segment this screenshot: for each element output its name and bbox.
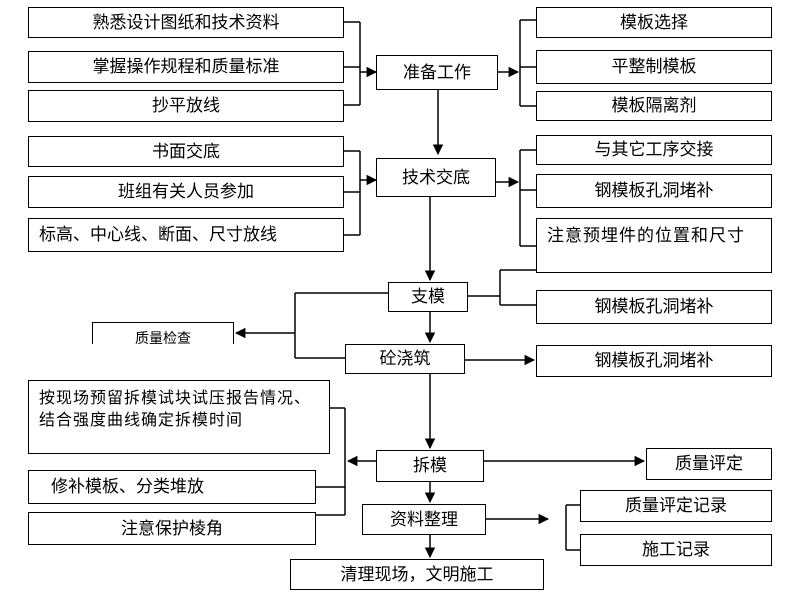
box-formwork-erection: 支模 [388, 282, 468, 312]
box-text: 质量评定 [675, 454, 743, 474]
box-text: 修补模板、分类堆放 [51, 477, 204, 497]
box-text: 书面交底 [152, 141, 220, 162]
box-repair-formwork: 修补模板、分类堆放 [28, 470, 316, 504]
box-process-handover: 与其它工序交接 [536, 135, 772, 165]
box-technical-briefing: 技术交底 [376, 158, 496, 197]
box-text: 钢模板孔洞堵补 [594, 351, 714, 371]
box-written-briefing: 书面交底 [28, 136, 344, 167]
box-embedded-parts: 注意预埋件的位置和尺寸 [536, 218, 772, 273]
box-quality-assessment: 质量评定 [646, 448, 772, 480]
box-text: 班组有关人员参加 [118, 182, 254, 202]
box-leveling-layout: 抄平放线 [28, 90, 344, 122]
box-text: 支模 [411, 287, 445, 307]
box-hole-repair-3: 钢模板孔洞堵补 [536, 345, 772, 377]
box-team-participation: 班组有关人员参加 [28, 176, 344, 208]
box-master-procedures: 掌握操作规程和质量标准 [28, 51, 344, 83]
box-flat-formwork: 平整制模板 [536, 50, 772, 84]
box-text: 抄平放线 [152, 96, 220, 116]
box-formwork-selection: 模板选择 [536, 7, 772, 38]
box-construction-record: 施工记录 [580, 534, 772, 566]
box-text: 质量检查 [135, 331, 191, 344]
box-text: 标高、中心线、断面、尺寸放线 [39, 225, 277, 245]
box-text: 模板隔离剂 [611, 96, 697, 116]
box-text: 掌握操作规程和质量标准 [92, 57, 280, 77]
box-text: 注意预埋件的位置和尺寸 [547, 226, 745, 246]
box-elevation-layout: 标高、中心线、断面、尺寸放线 [28, 218, 344, 252]
box-text: 钢模板孔洞堵补 [594, 297, 714, 317]
box-text: 与其它工序交接 [594, 140, 714, 160]
box-text: 按现场预留拆模试块试压报告情况、结合强度曲线确定拆模时间 [39, 388, 312, 429]
box-text: 施工记录 [642, 540, 710, 560]
box-text: 技术交底 [402, 167, 470, 188]
box-text: 准备工作 [403, 62, 471, 83]
box-quality-record: 质量评定记录 [580, 490, 772, 522]
box-hole-repair-1: 钢模板孔洞堵补 [536, 174, 772, 208]
box-text: 熟悉设计图纸和技术资料 [92, 12, 280, 33]
box-demolding: 拆模 [376, 450, 484, 482]
box-text: 注意保护棱角 [121, 518, 223, 539]
box-text: 清理现场，文明施工 [340, 564, 494, 585]
box-text: 平整制模板 [611, 57, 697, 77]
box-hole-repair-2: 钢模板孔洞堵补 [536, 290, 772, 324]
box-preparation: 准备工作 [376, 55, 498, 90]
box-release-agent: 模板隔离剂 [536, 91, 772, 121]
box-text: 资料整理 [390, 509, 458, 530]
box-quality-inspection: 质量检查 [92, 322, 234, 344]
box-text: 钢模板孔洞堵补 [594, 181, 714, 201]
box-text: 砼浇筑 [379, 349, 431, 369]
box-protect-edges: 注意保护棱角 [28, 512, 316, 545]
box-text: 模板选择 [620, 12, 688, 33]
box-concrete-pouring: 砼浇筑 [345, 344, 465, 374]
box-documentation: 资料整理 [362, 504, 486, 535]
box-text: 拆模 [413, 456, 447, 476]
box-text: 质量评定记录 [625, 496, 727, 516]
box-demolding-time: 按现场预留拆模试块试压报告情况、结合强度曲线确定拆模时间 [28, 380, 330, 454]
box-study-drawings: 熟悉设计图纸和技术资料 [28, 7, 344, 38]
box-site-cleanup: 清理现场，文明施工 [290, 559, 544, 590]
